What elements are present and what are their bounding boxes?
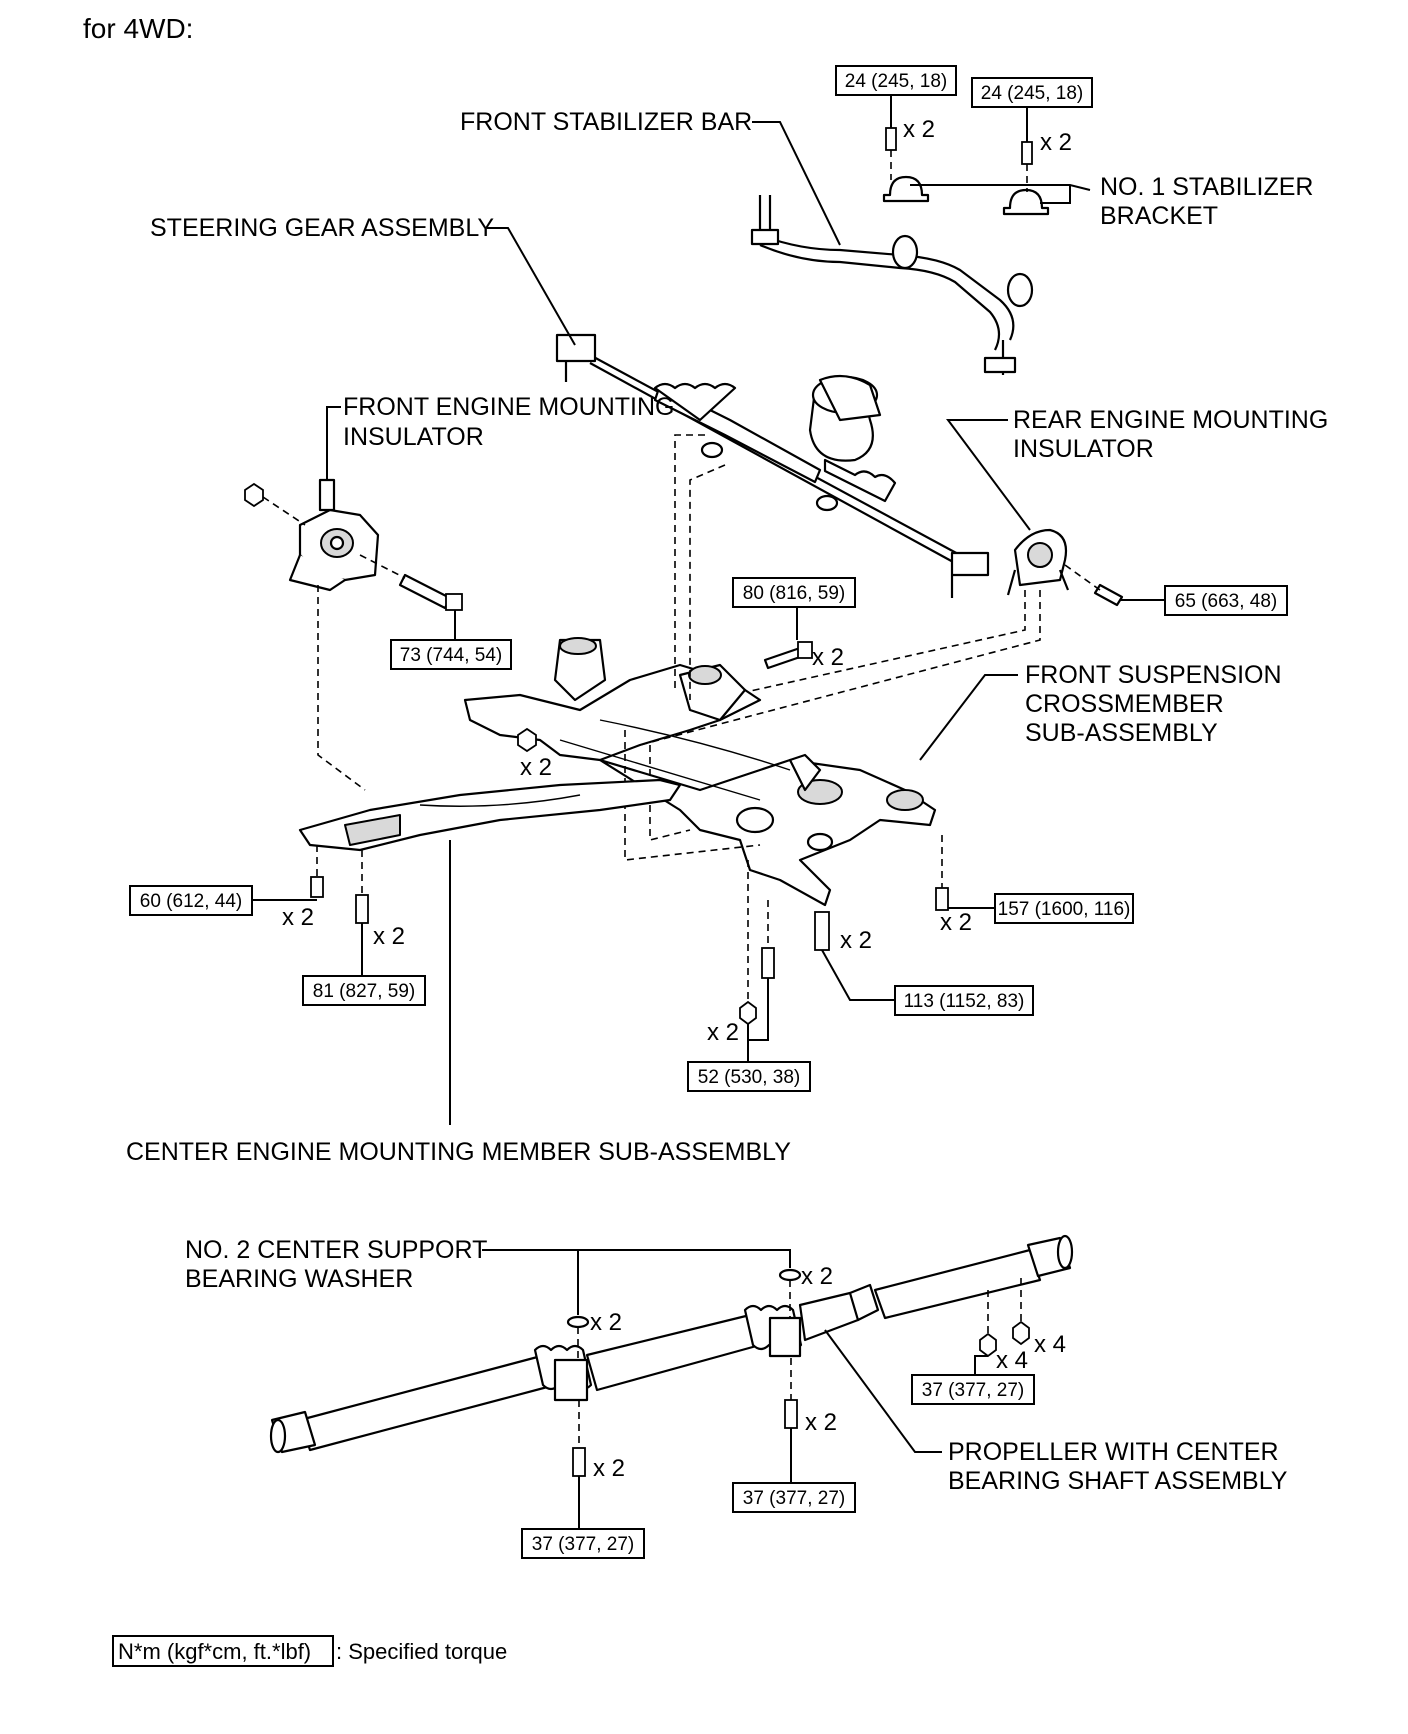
torque-shaft-front: 37 (377, 27)	[521, 1528, 645, 1559]
bolt-icon	[1093, 583, 1124, 607]
qty-washer-upper: x 2	[801, 1263, 833, 1290]
label-steering-gear-assembly: STEERING GEAR ASSEMBLY	[150, 214, 494, 242]
nut-icon	[979, 1320, 1030, 1358]
qty-crossmember-nut: x 2	[520, 754, 552, 781]
nut-icon	[244, 482, 264, 508]
qty-member-left: x 2	[282, 904, 314, 931]
qty-cross-rear: x 2	[940, 909, 972, 936]
label-center-member: CENTER ENGINE MOUNTING MEMBER SUB-ASSEMB…	[126, 1138, 791, 1166]
nut-icon	[517, 727, 537, 753]
page-heading: for 4WD:	[83, 13, 193, 44]
steering-gear-assembly	[555, 333, 990, 598]
bolt-icon	[310, 876, 949, 979]
svg-text:157 (1600, 116): 157 (1600, 116)	[998, 899, 1131, 920]
legend-unit: N*m (kgf*cm, ft.*lbf)	[118, 1639, 311, 1664]
label-propeller-2: BEARING SHAFT ASSEMBLY	[948, 1467, 1288, 1495]
qty-washer-lower: x 2	[590, 1309, 622, 1336]
label-crossmember-3: SUB-ASSEMBLY	[1025, 719, 1218, 747]
label-propeller-1: PROPELLER WITH CENTER	[948, 1438, 1279, 1466]
torque-stab-right: 24 (245, 18)	[971, 77, 1093, 108]
front-suspension-crossmember	[463, 637, 937, 907]
torque-crossmember-top: 80 (816, 59)	[732, 577, 856, 608]
no1-stabilizer-bracket-icon	[882, 175, 1050, 216]
legend-text: : Specified torque	[336, 1639, 507, 1664]
label-front-engine-mounting-2: INSULATOR	[343, 423, 484, 451]
label-front-engine-mounting-1: FRONT ENGINE MOUNTING	[343, 393, 674, 421]
label-no1-stabilizer-bracket-1: NO. 1 STABILIZER	[1100, 173, 1313, 201]
label-crossmember-1: FRONT SUSPENSION	[1025, 661, 1282, 689]
label-crossmember-2: CROSSMEMBER	[1025, 690, 1224, 718]
torque-member-left: 60 (612, 44)	[129, 885, 253, 916]
torque-shaft-flange: 37 (377, 27)	[911, 1374, 1035, 1405]
qty-flange-bolt: x 4	[996, 1347, 1028, 1374]
qty-flange-nut: x 4	[1034, 1331, 1066, 1358]
rear-engine-mounting-insulator	[1006, 528, 1070, 596]
label-washer-1: NO. 2 CENTER SUPPORT	[185, 1236, 487, 1264]
svg-text:37 (377, 27): 37 (377, 27)	[743, 1488, 845, 1509]
svg-text:24 (245, 18): 24 (245, 18)	[981, 83, 1083, 104]
svg-text:73 (744, 54): 73 (744, 54)	[400, 645, 502, 666]
svg-text:65 (663, 48): 65 (663, 48)	[1175, 591, 1277, 612]
svg-text:24 (245, 18): 24 (245, 18)	[845, 71, 947, 92]
qty-cross-bottom: x 2	[840, 927, 872, 954]
label-front-stabilizer-bar: FRONT STABILIZER BAR	[460, 108, 752, 136]
torque-cross-bottom: 113 (1152, 83)	[894, 985, 1034, 1016]
svg-text:52 (530, 38): 52 (530, 38)	[698, 1067, 800, 1088]
torque-cross-nut: 52 (530, 38)	[687, 1061, 811, 1092]
svg-text:113 (1152, 83): 113 (1152, 83)	[904, 991, 1025, 1012]
torque-stab-left: 24 (245, 18)	[835, 65, 957, 96]
label-rear-engine-mounting-2: INSULATOR	[1013, 435, 1154, 463]
qty-member-mid: x 2	[373, 923, 405, 950]
qty-stab-right: x 2	[1040, 129, 1072, 156]
torque-member-mid: 81 (827, 59)	[302, 975, 426, 1006]
label-no1-stabilizer-bracket-2: BRACKET	[1100, 202, 1218, 230]
torque-cross-rear: 157 (1600, 116)	[994, 893, 1134, 924]
propeller-shaft-assembly	[269, 1234, 1074, 1454]
label-rear-engine-mounting-1: REAR ENGINE MOUNTING	[1013, 406, 1328, 434]
front-engine-mounting-insulator	[288, 478, 380, 592]
nut-icon	[739, 1000, 757, 1026]
qty-crossmember-top: x 2	[812, 644, 844, 671]
svg-text:81 (827, 59): 81 (827, 59)	[313, 981, 415, 1002]
svg-text:60 (612, 44): 60 (612, 44)	[140, 891, 242, 912]
bolt-icon	[763, 641, 813, 670]
svg-text:37 (377, 27): 37 (377, 27)	[922, 1380, 1024, 1401]
torque-shaft-center: 37 (377, 27)	[732, 1482, 856, 1513]
qty-cross-nut: x 2	[707, 1019, 739, 1046]
qty-stab-left: x 2	[903, 116, 935, 143]
front-stabilizer-bar	[750, 195, 1034, 375]
qty-center-bolt: x 2	[805, 1409, 837, 1436]
qty-front-bolt: x 2	[593, 1455, 625, 1482]
bolt-icon	[398, 573, 463, 611]
svg-text:80 (816, 59): 80 (816, 59)	[743, 583, 845, 604]
torque-rear-mount: 65 (663, 48)	[1164, 585, 1288, 616]
center-engine-mounting-member	[298, 778, 682, 852]
label-washer-2: BEARING WASHER	[185, 1265, 413, 1293]
torque-front-mount: 73 (744, 54)	[390, 639, 512, 670]
legend: N*m (kgf*cm, ft.*lbf) : Specified torque	[112, 1635, 507, 1667]
svg-text:37 (377, 27): 37 (377, 27)	[532, 1534, 634, 1555]
